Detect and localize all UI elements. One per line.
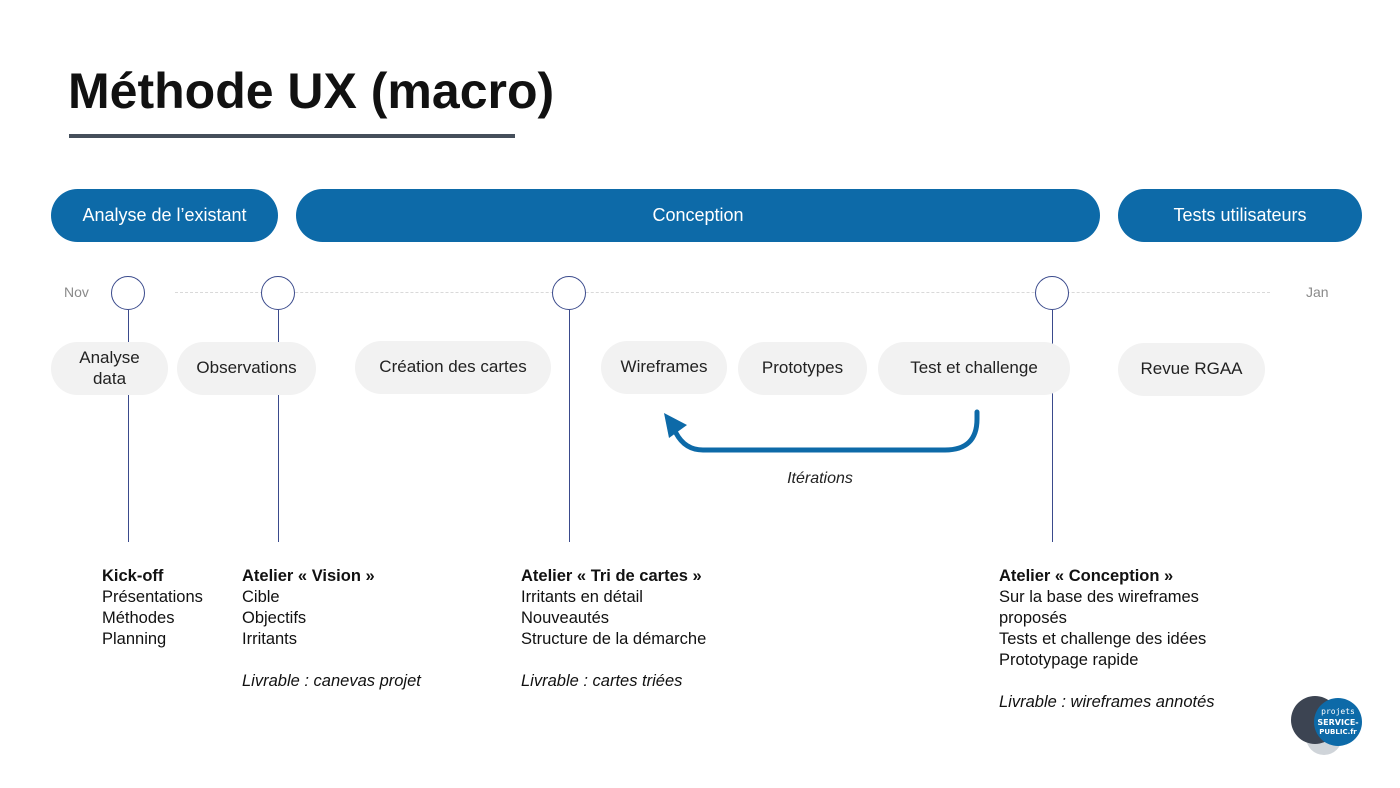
workshop-tri-cartes: Atelier « Tri de cartes » Irritants en d… <box>521 566 706 692</box>
workshop-kickoff: Kick-off Présentations Méthodes Planning <box>102 566 203 650</box>
workshop-line: Sur la base des wireframes <box>999 588 1199 606</box>
workshop-line: Objectifs <box>242 609 307 627</box>
milestone-node-tri-cartes <box>552 276 586 310</box>
timeline-end-label: Jan <box>1306 284 1329 300</box>
workshop-line: Nouveautés <box>521 609 610 627</box>
title-underline <box>69 134 515 138</box>
workshop-title: Kick-off <box>102 567 164 585</box>
workshop-line: Tests et challenge des idées <box>999 630 1207 648</box>
logo-text-main: SERVICE- <box>1317 718 1358 727</box>
workshop-line: Méthodes <box>102 609 175 627</box>
phase-analyse: Analyse de l’existant <box>51 189 278 242</box>
workshop-deliverable: Livrable : canevas projet <box>242 672 421 690</box>
step-creation-cartes: Création des cartes <box>355 341 551 394</box>
workshop-line: Irritants <box>242 630 298 648</box>
workshop-title: Atelier « Conception » <box>999 567 1174 585</box>
connector-vision <box>278 310 279 542</box>
connector-kickoff <box>128 310 129 542</box>
logo-text-sub: PUBLIC.fr <box>1319 728 1357 736</box>
iterations-label: Itérations <box>787 470 853 487</box>
workshop-deliverable: Livrable : cartes triées <box>521 672 683 690</box>
workshop-conception: Atelier « Conception » Sur la base des w… <box>999 566 1215 713</box>
step-wireframes: Wireframes <box>601 341 727 394</box>
page-title: Méthode UX (macro) <box>68 63 555 119</box>
workshop-line: Planning <box>102 630 167 648</box>
step-test-challenge: Test et challenge <box>878 342 1070 395</box>
connector-conception <box>1052 310 1053 542</box>
milestone-node-conception <box>1035 276 1069 310</box>
workshop-line: Structure de la démarche <box>521 630 707 648</box>
step-revue-rgaa: Revue RGAA <box>1118 343 1265 396</box>
phase-tests-utilisateurs: Tests utilisateurs <box>1118 189 1362 242</box>
milestone-node-kickoff <box>111 276 145 310</box>
workshop-line: Irritants en détail <box>521 588 643 606</box>
connector-tri-cartes <box>569 310 570 542</box>
workshop-title: Atelier « Vision » <box>242 567 375 585</box>
phase-conception: Conception <box>296 189 1100 242</box>
milestone-node-vision <box>261 276 295 310</box>
timeline-start-label: Nov <box>64 284 89 300</box>
workshop-line: Cible <box>242 588 280 606</box>
workshop-line: Prototypage rapide <box>999 651 1139 669</box>
workshop-line: Présentations <box>102 588 203 606</box>
step-prototypes: Prototypes <box>738 342 867 395</box>
projets-service-public-logo: projets SERVICE- PUBLIC.fr <box>1291 696 1362 755</box>
workshop-title: Atelier « Tri de cartes » <box>521 567 702 585</box>
logo-text-top: projets <box>1321 707 1355 716</box>
workshop-vision: Atelier « Vision » Cible Objectifs Irrit… <box>242 566 421 692</box>
step-analyse-data: Analyse data <box>51 342 168 395</box>
step-observations: Observations <box>177 342 316 395</box>
workshop-line: proposés <box>999 609 1067 627</box>
timeline-axis <box>175 292 1270 293</box>
workshop-deliverable: Livrable : wireframes annotés <box>999 693 1215 711</box>
iteration-arrow <box>664 409 980 453</box>
